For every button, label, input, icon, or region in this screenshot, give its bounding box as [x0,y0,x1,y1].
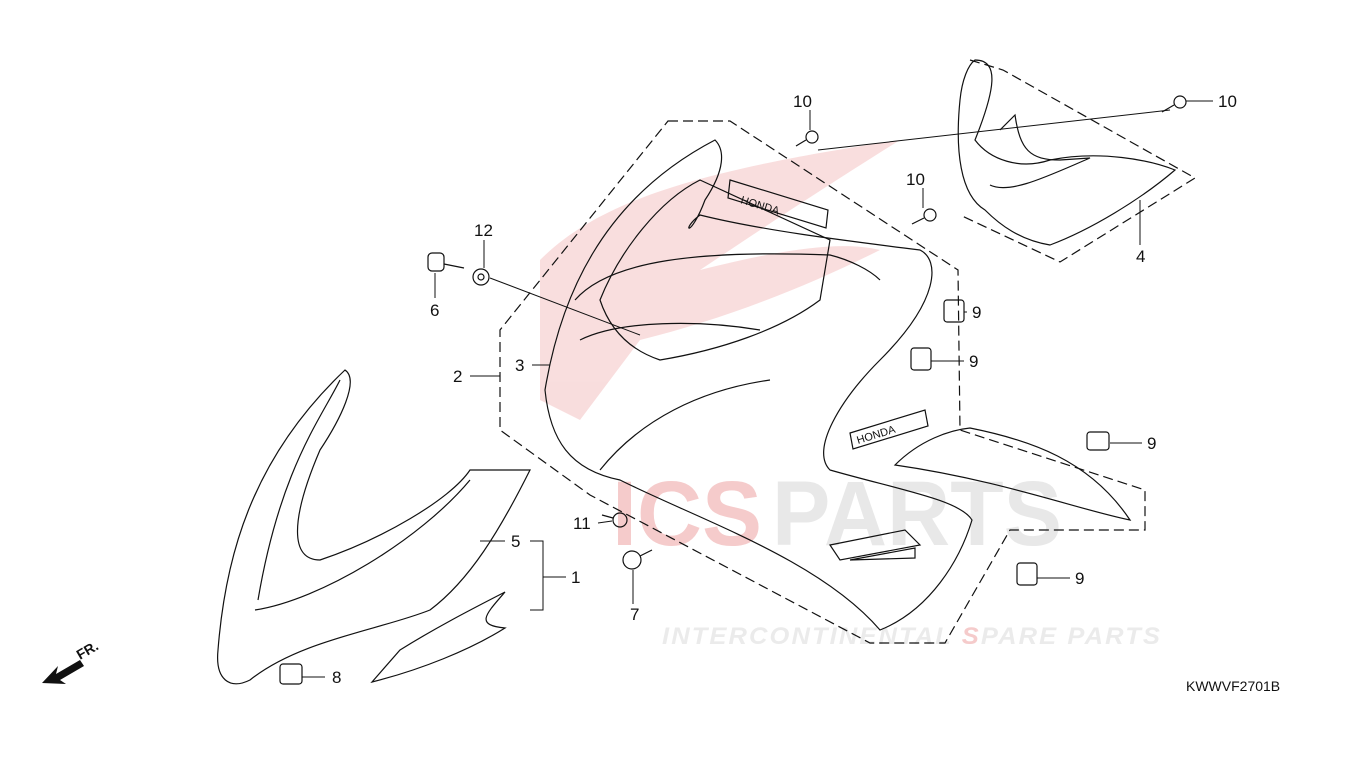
watermark-brand-suffix: PARTS [772,463,1062,565]
screw-10-b [1161,95,1187,113]
inner-cover-part-3[interactable] [599,179,831,361]
front-cover-inner-edge [574,253,881,471]
callout-11: 11 [573,514,591,533]
front-cover-part-2[interactable] [544,139,973,631]
callout-9: 9 [972,303,982,322]
watermark: ICS PARTS INTERCONTINENTAL SPARE PARTS [540,140,1162,650]
watermark-brand-prefix: ICS [612,463,762,565]
screw-10-c [911,208,937,225]
visor-outline-dashed [959,59,1197,263]
callout-7: 7 [630,605,640,624]
svg-text:FR.: FR. [74,637,102,662]
front-direction-arrow-icon: FR. [42,637,101,684]
clip-nut-9-d [1016,562,1038,586]
watermark-wing-logo [540,140,900,420]
washer-12 [472,268,490,286]
drawing-code: KWWVF2701B [1186,678,1281,694]
callout-12: 12 [474,221,493,240]
callout-1: 1 [571,568,581,587]
assembly-outline-dashed [499,120,1146,644]
clip-nut-8 [279,663,303,685]
callout-9: 9 [1075,569,1085,588]
side-cowl-part-5[interactable] [217,369,531,685]
windscreen-part-4[interactable] [957,59,1177,246]
svg-text:HONDA: HONDA [855,424,897,447]
front-cover-vents [829,529,922,561]
callout-6: 6 [430,301,440,320]
windscreen-inner [989,113,1091,189]
stripe-decal-part-1[interactable] [370,591,507,684]
callout-10: 10 [793,92,812,111]
clip-nut-9-c [1086,431,1110,451]
screw-11 [601,512,628,528]
clip-nut-9-a [943,299,965,323]
callout-9: 9 [1147,434,1157,453]
screw-7 [622,549,653,570]
callout-5: 5 [511,532,521,551]
stripe-decal-right[interactable] [893,427,1132,521]
side-cowl-inner-edge [254,379,471,611]
callout-10: 10 [906,170,925,189]
callout-3: 3 [515,356,525,375]
screw-10-a [795,130,819,147]
watermark-tagline: INTERCONTINENTAL SPARE PARTS [662,623,1162,650]
callout-10: 10 [1218,92,1237,111]
callout-8: 8 [332,668,342,687]
callout-2: 2 [453,367,463,386]
clip-nut-9-b [910,347,932,371]
honda-decal-lower: HONDA [849,409,929,450]
callout-9: 9 [969,352,979,371]
leader-lines [302,100,1213,678]
bolt-6 [427,252,465,272]
callout-4: 4 [1136,247,1146,266]
